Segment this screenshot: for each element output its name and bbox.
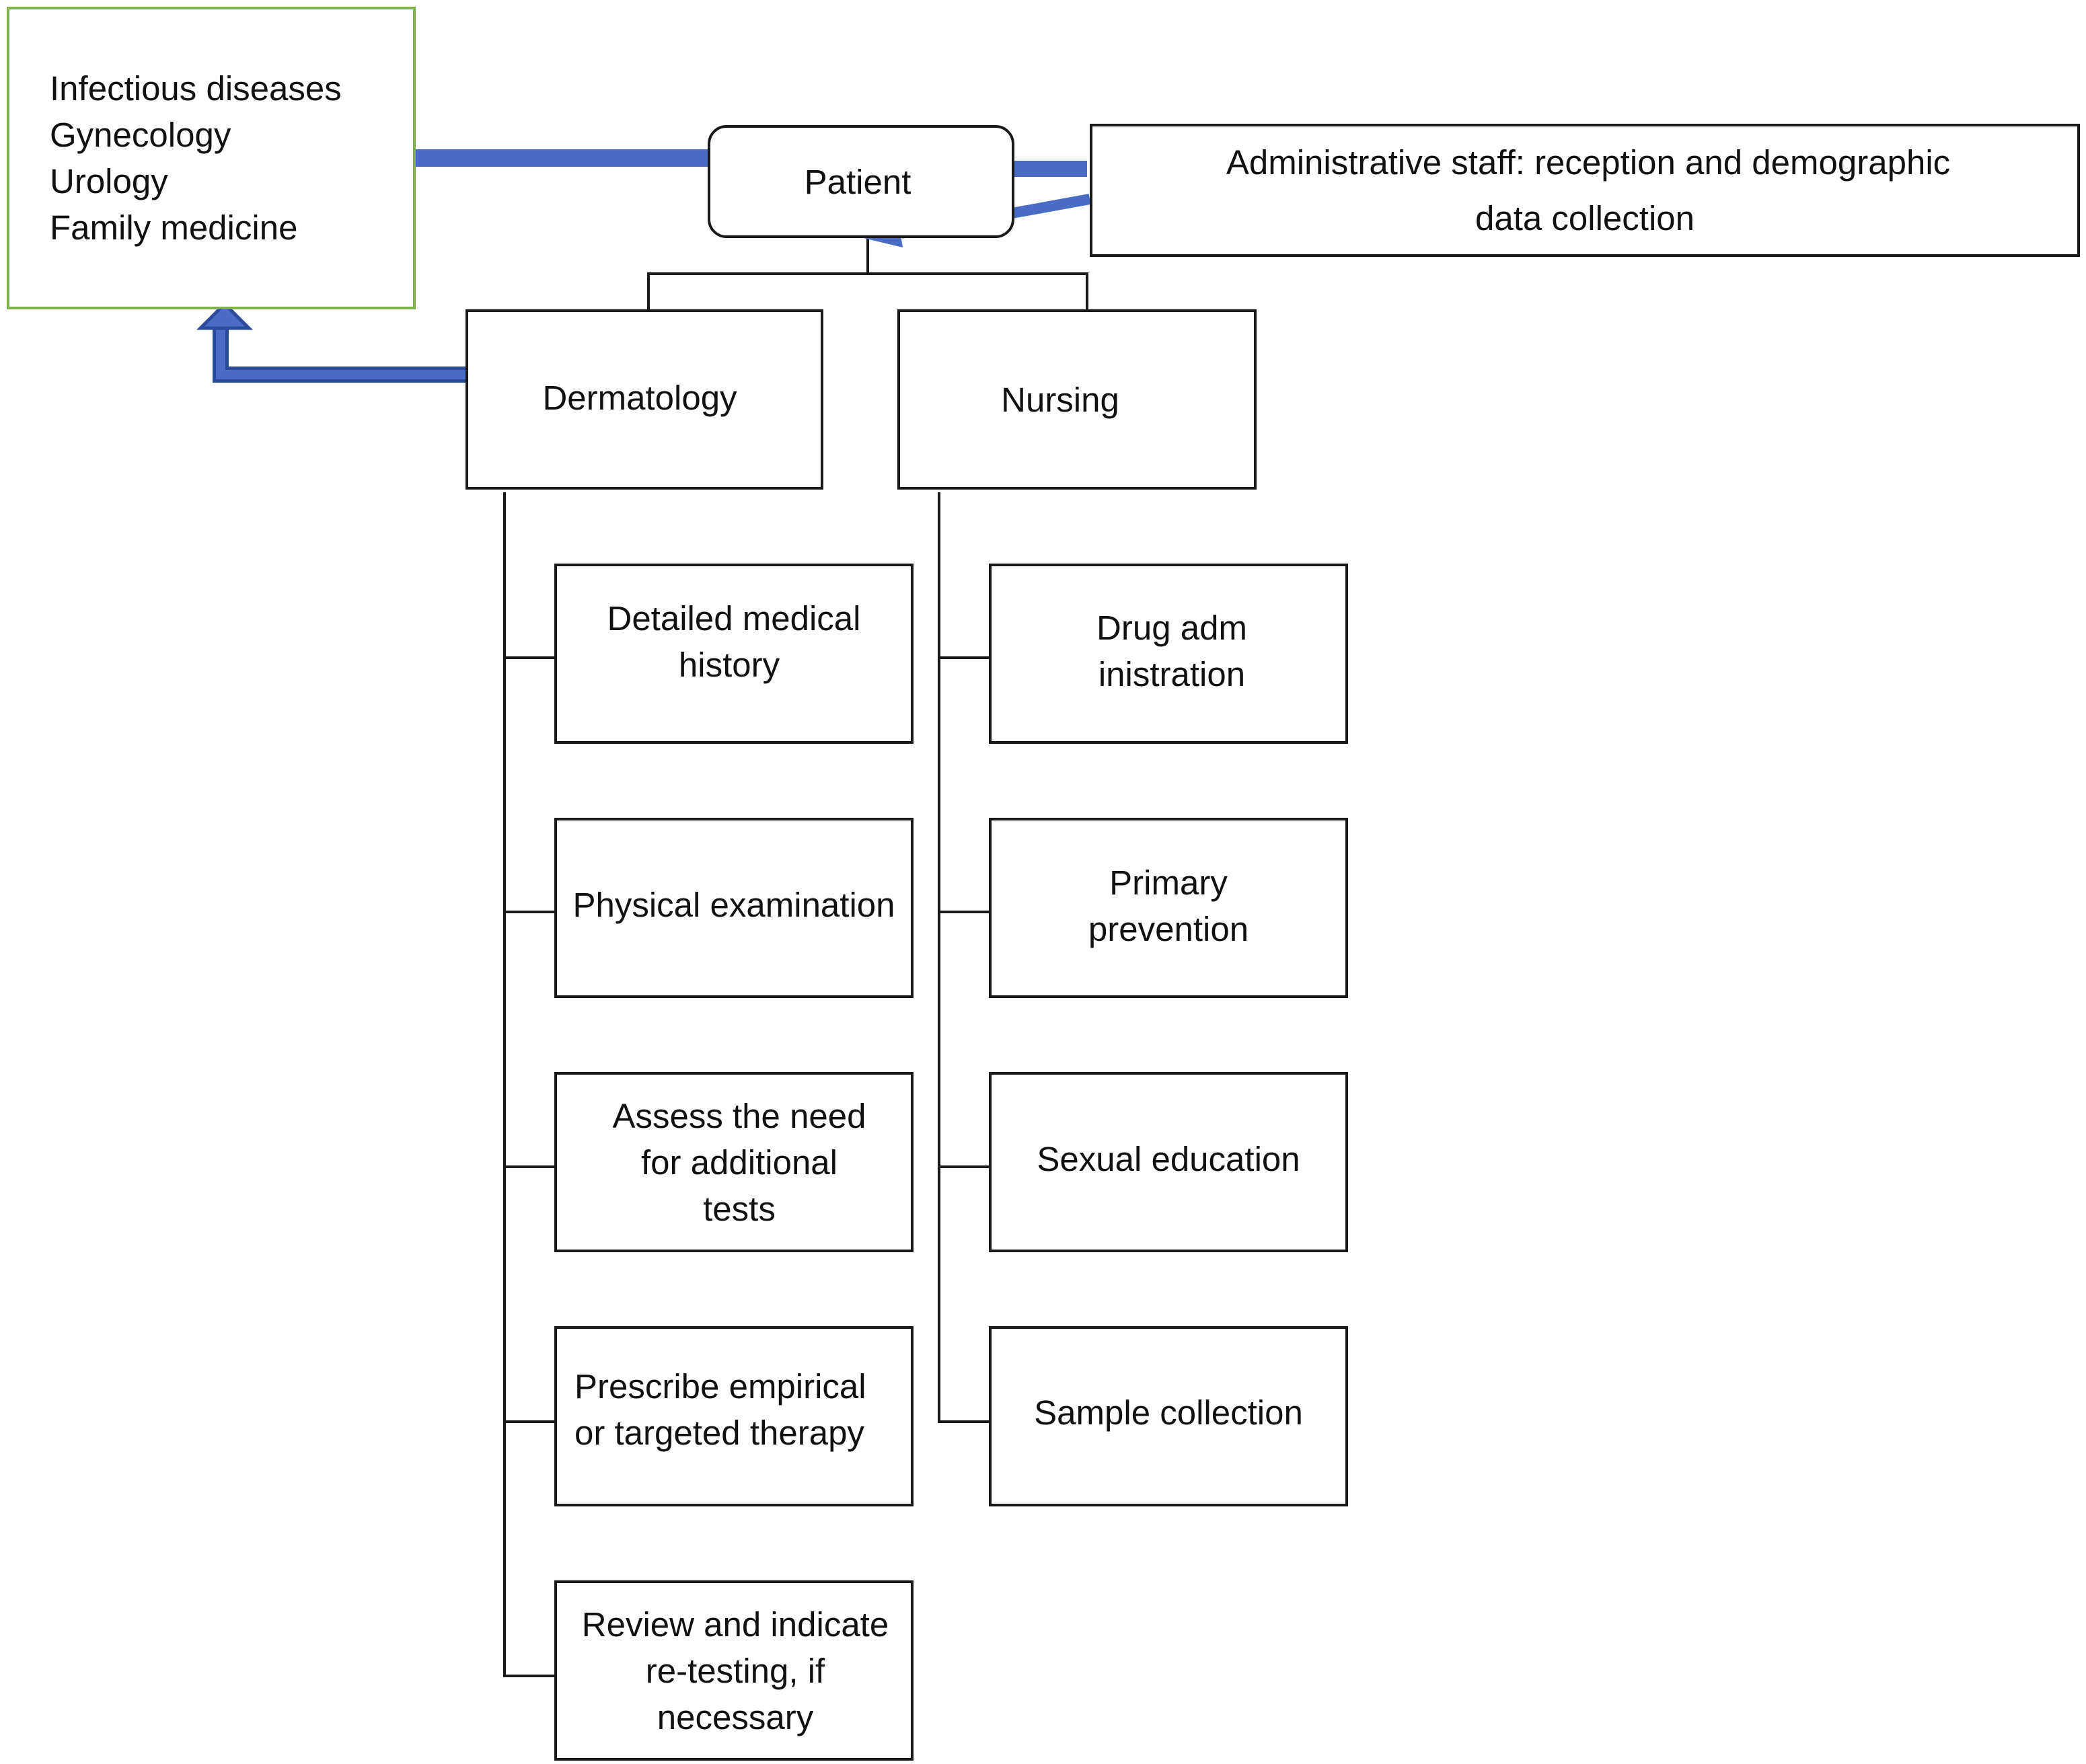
sample-collection-line-1: Sample collection	[1034, 1393, 1303, 1432]
dermatology-label: Dermatology	[542, 378, 737, 417]
review-retesting-line-2: re-testing, if	[645, 1651, 825, 1690]
primary-prevention-line-2: prevention	[1088, 910, 1249, 948]
dermatology-task-assess-tests: Assess the need for additional tests	[554, 1072, 914, 1252]
prescribe-therapy-line-2: or targeted therapy	[574, 1414, 864, 1452]
assess-tests-line-1: Assess the need	[612, 1096, 866, 1135]
referral-line-1: Infectious diseases	[50, 69, 342, 108]
assess-tests-line-2: for additional	[640, 1143, 837, 1182]
nursing-task-primary-prevention: Primary prevention	[989, 818, 1348, 998]
dermatology-task-physical-examination: Physical examination	[554, 818, 914, 998]
dermatology-node: Dermatology	[465, 309, 823, 490]
dermatology-task-medical-history: Detailed medical history	[554, 564, 914, 744]
referral-line-3: Urology	[50, 162, 168, 200]
nursing-node: Nursing	[897, 309, 1257, 490]
referral-line-2: Gynecology	[50, 116, 231, 154]
referral-line-4: Family medicine	[50, 208, 298, 247]
drug-administration-line-1: Drug adm	[1096, 609, 1247, 647]
drug-administration-line-2: inistration	[1098, 655, 1246, 693]
review-retesting-line-1: Review and indicate	[581, 1605, 889, 1644]
admin-link-bar	[1014, 161, 1087, 177]
nursing-task-sample-collection: Sample collection	[989, 1326, 1348, 1506]
physical-examination-line-1: Physical examination	[572, 885, 895, 924]
nursing-label: Nursing	[1001, 380, 1119, 419]
primary-prevention-line-1: Primary	[1109, 864, 1228, 902]
dermatology-task-prescribe-therapy: Prescribe empirical or targeted therapy	[554, 1326, 914, 1506]
medical-history-line-1: Detailed medical	[607, 599, 861, 638]
sexual-education-line-1: Sexual education	[1037, 1139, 1300, 1178]
nursing-task-sexual-education: Sexual education	[989, 1072, 1348, 1252]
review-retesting-line-3: necessary	[657, 1697, 814, 1736]
arrow-referral-to-patient	[416, 143, 727, 174]
admin-line-1: Administrative staff: reception and demo…	[1226, 143, 1951, 182]
prescribe-therapy-line-1: Prescribe empirical	[574, 1367, 866, 1406]
dermatology-task-review-retesting: Review and indicate re-testing, if neces…	[554, 1580, 914, 1761]
patient-node: Patient	[708, 125, 1014, 238]
arrow-dermatology-to-referral	[196, 301, 469, 383]
medical-history-line-2: history	[678, 646, 780, 684]
admin-line-2: data collection	[1475, 199, 1695, 237]
referral-specialties-box: Infectious diseases Gynecology Urology F…	[7, 7, 416, 309]
admin-staff-box: Administrative staff: reception and demo…	[1090, 124, 2080, 257]
patient-label: Patient	[804, 162, 911, 201]
nursing-task-drug-administration: Drug adm inistration	[989, 564, 1348, 744]
assess-tests-line-3: tests	[703, 1189, 776, 1228]
